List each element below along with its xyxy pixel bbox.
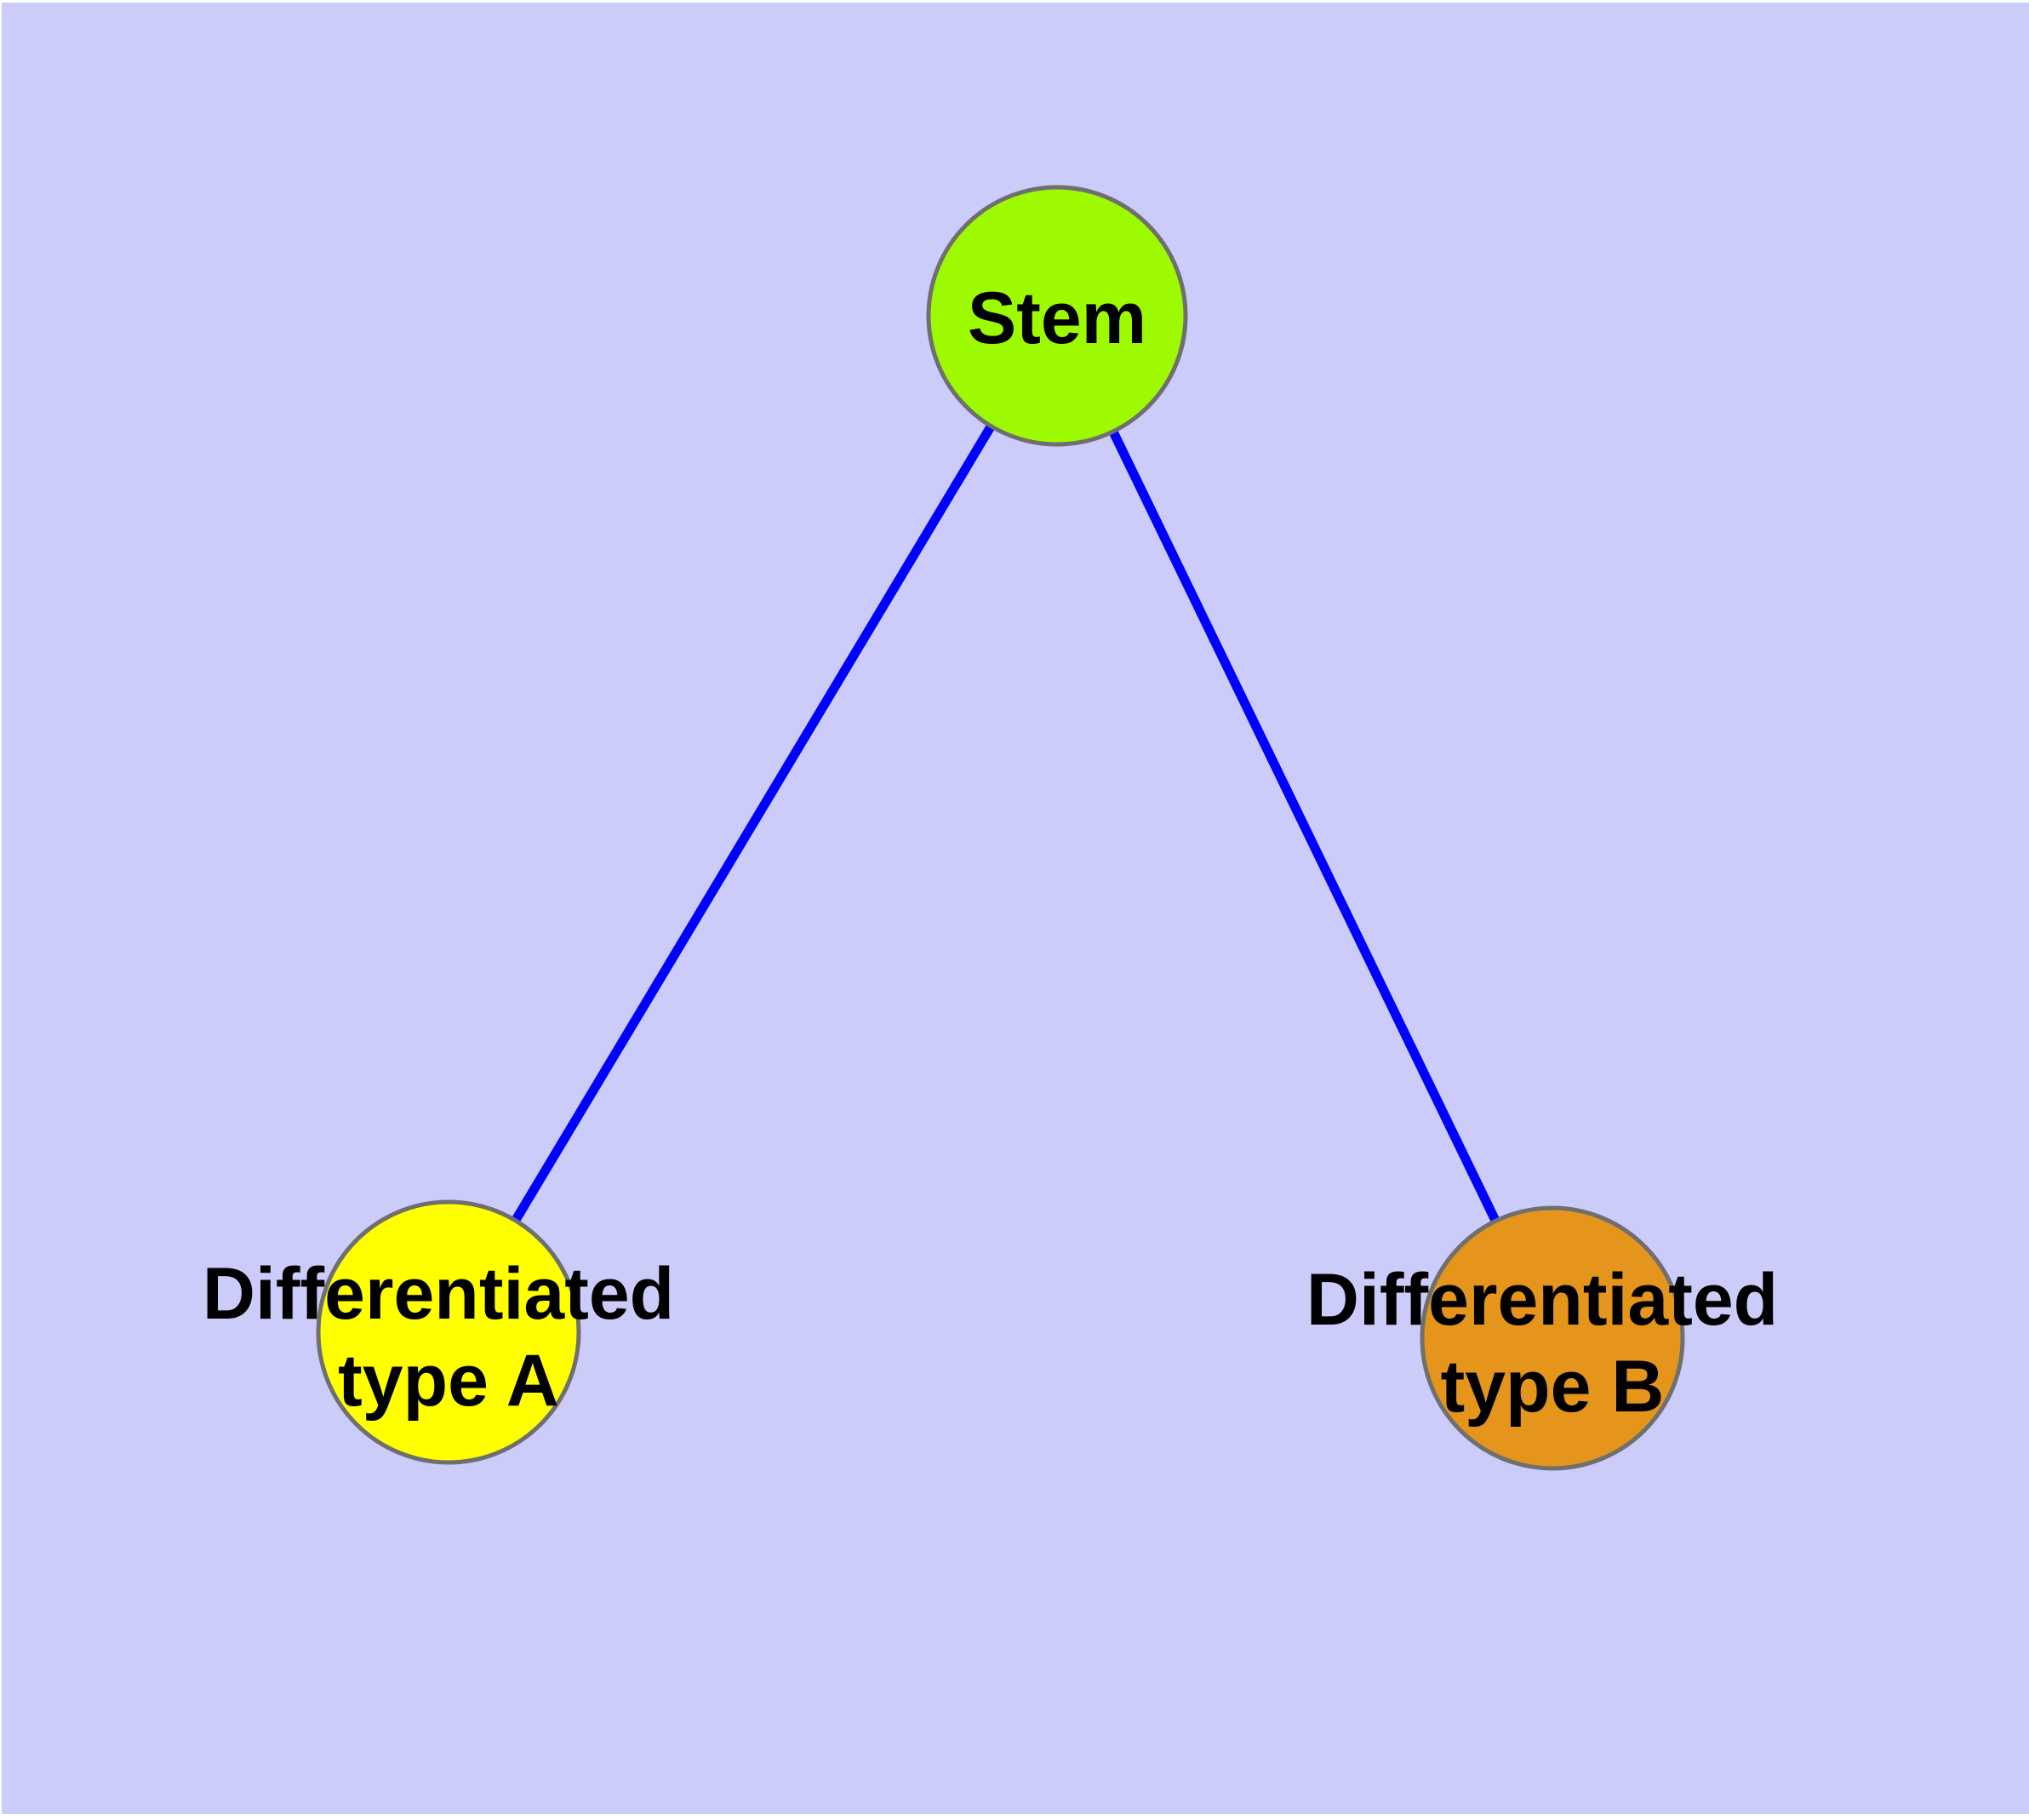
node-differentiated-type-a-label-line2: type A xyxy=(338,1340,559,1422)
node-differentiated-type-a: Differentiated type A xyxy=(203,1199,694,1465)
node-differentiated-type-b: Differentiated type B xyxy=(1306,1205,1798,1471)
node-differentiated-type-b-label-line1: Differentiated xyxy=(1306,1259,1778,1341)
node-stem: Stem xyxy=(926,185,1188,447)
node-stem-label-line: Stem xyxy=(968,278,1146,359)
node-differentiated-type-a-label-line1: Differentiated xyxy=(203,1253,674,1335)
node-stem-circle xyxy=(926,185,1188,447)
node-differentiated-type-a-label: Differentiated type A xyxy=(203,1253,694,1422)
node-differentiated-type-a-circle xyxy=(316,1199,581,1465)
node-differentiated-type-b-label: Differentiated type B xyxy=(1306,1259,1798,1428)
node-stem-label: Stem xyxy=(968,278,1146,359)
edge-stem-to-differentiated-type-a xyxy=(444,313,1061,1335)
node-differentiated-type-b-circle xyxy=(1420,1205,1685,1471)
edge-stem-to-differentiated-type-b xyxy=(1053,313,1557,1341)
node-differentiated-type-b-label-line2: type B xyxy=(1441,1346,1665,1428)
